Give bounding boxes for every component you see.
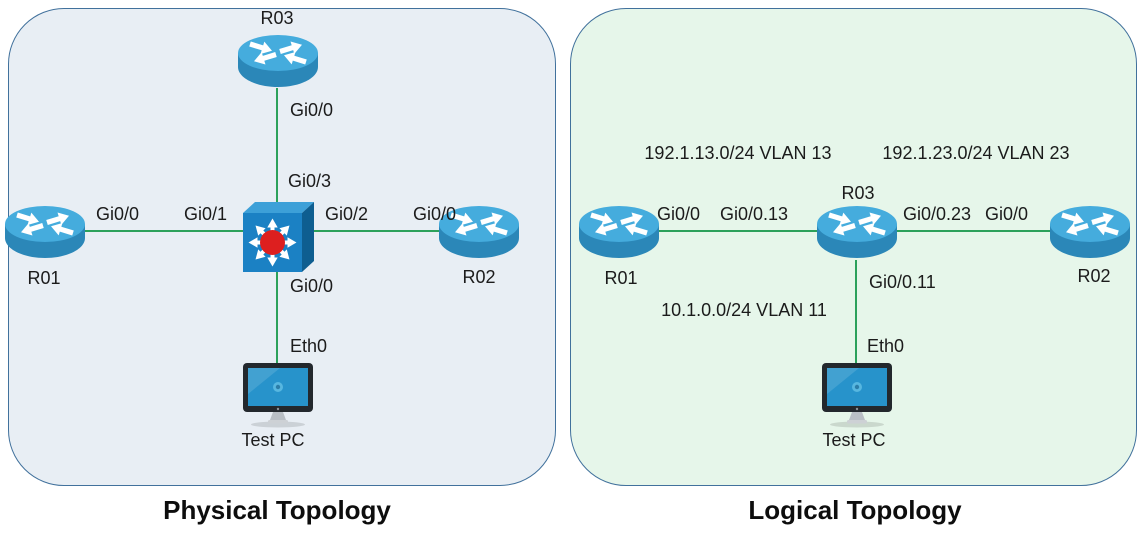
router-r03-icon: [235, 31, 321, 91]
test-pc-logical-icon: [822, 363, 892, 428]
port-label-r03-gi0013: Gi0/0.13: [720, 204, 789, 224]
router-r01-icon: [2, 202, 88, 262]
node-label-r03: R03: [260, 8, 294, 28]
node-label-test-pc-logical: Test PC: [822, 430, 886, 450]
switch-icon: [241, 201, 315, 273]
port-label-r01-gi00-logical: Gi0/0: [657, 204, 701, 224]
port-label-sw-gi00: Gi0/0: [290, 276, 334, 296]
port-label-r02-gi00: Gi0/0: [413, 204, 457, 224]
port-label-r03-gi00: Gi0/0: [290, 100, 334, 120]
node-label-test-pc: Test PC: [241, 430, 305, 450]
port-label-r03-gi0011: Gi0/0.11: [869, 272, 936, 292]
logical-topology-title: Logical Topology: [748, 495, 962, 525]
node-label-r02: R02: [462, 267, 496, 287]
port-label-r01-gi00: Gi0/0: [96, 204, 140, 224]
link-switch-pc: [276, 232, 278, 370]
port-label-pc-eth0: Eth0: [290, 336, 328, 356]
physical-topology-title: Physical Topology: [163, 495, 391, 525]
node-label-r01-logical: R01: [604, 268, 638, 288]
link-r03-pc: [855, 260, 857, 370]
subnet-label-vlan11: 10.1.0.0/24 VLAN 11: [661, 300, 827, 320]
port-label-sw-gi02: Gi0/2: [325, 204, 369, 224]
link-r03-switch: [276, 88, 278, 232]
port-label-r03-gi0023: Gi0/0.23: [903, 204, 972, 224]
router-r03-logical-icon: [814, 202, 900, 262]
router-r01-logical-icon: [576, 202, 662, 262]
node-label-r03-logical: R03: [841, 183, 875, 203]
port-label-r02-gi00-logical: Gi0/0: [985, 204, 1029, 224]
test-pc-icon: [243, 363, 313, 428]
subnet-label-vlan23: 192.1.23.0/24 VLAN 23: [882, 143, 1070, 163]
port-label-sw-gi01: Gi0/1: [184, 204, 228, 224]
subnet-label-vlan13: 192.1.13.0/24 VLAN 13: [644, 143, 832, 163]
node-label-r02-logical: R02: [1077, 266, 1111, 286]
port-label-pc-eth0-logical: Eth0: [867, 336, 905, 356]
node-label-r01: R01: [27, 268, 61, 288]
port-label-sw-gi03: Gi0/3: [288, 171, 332, 191]
router-r02-logical-icon: [1047, 202, 1133, 262]
